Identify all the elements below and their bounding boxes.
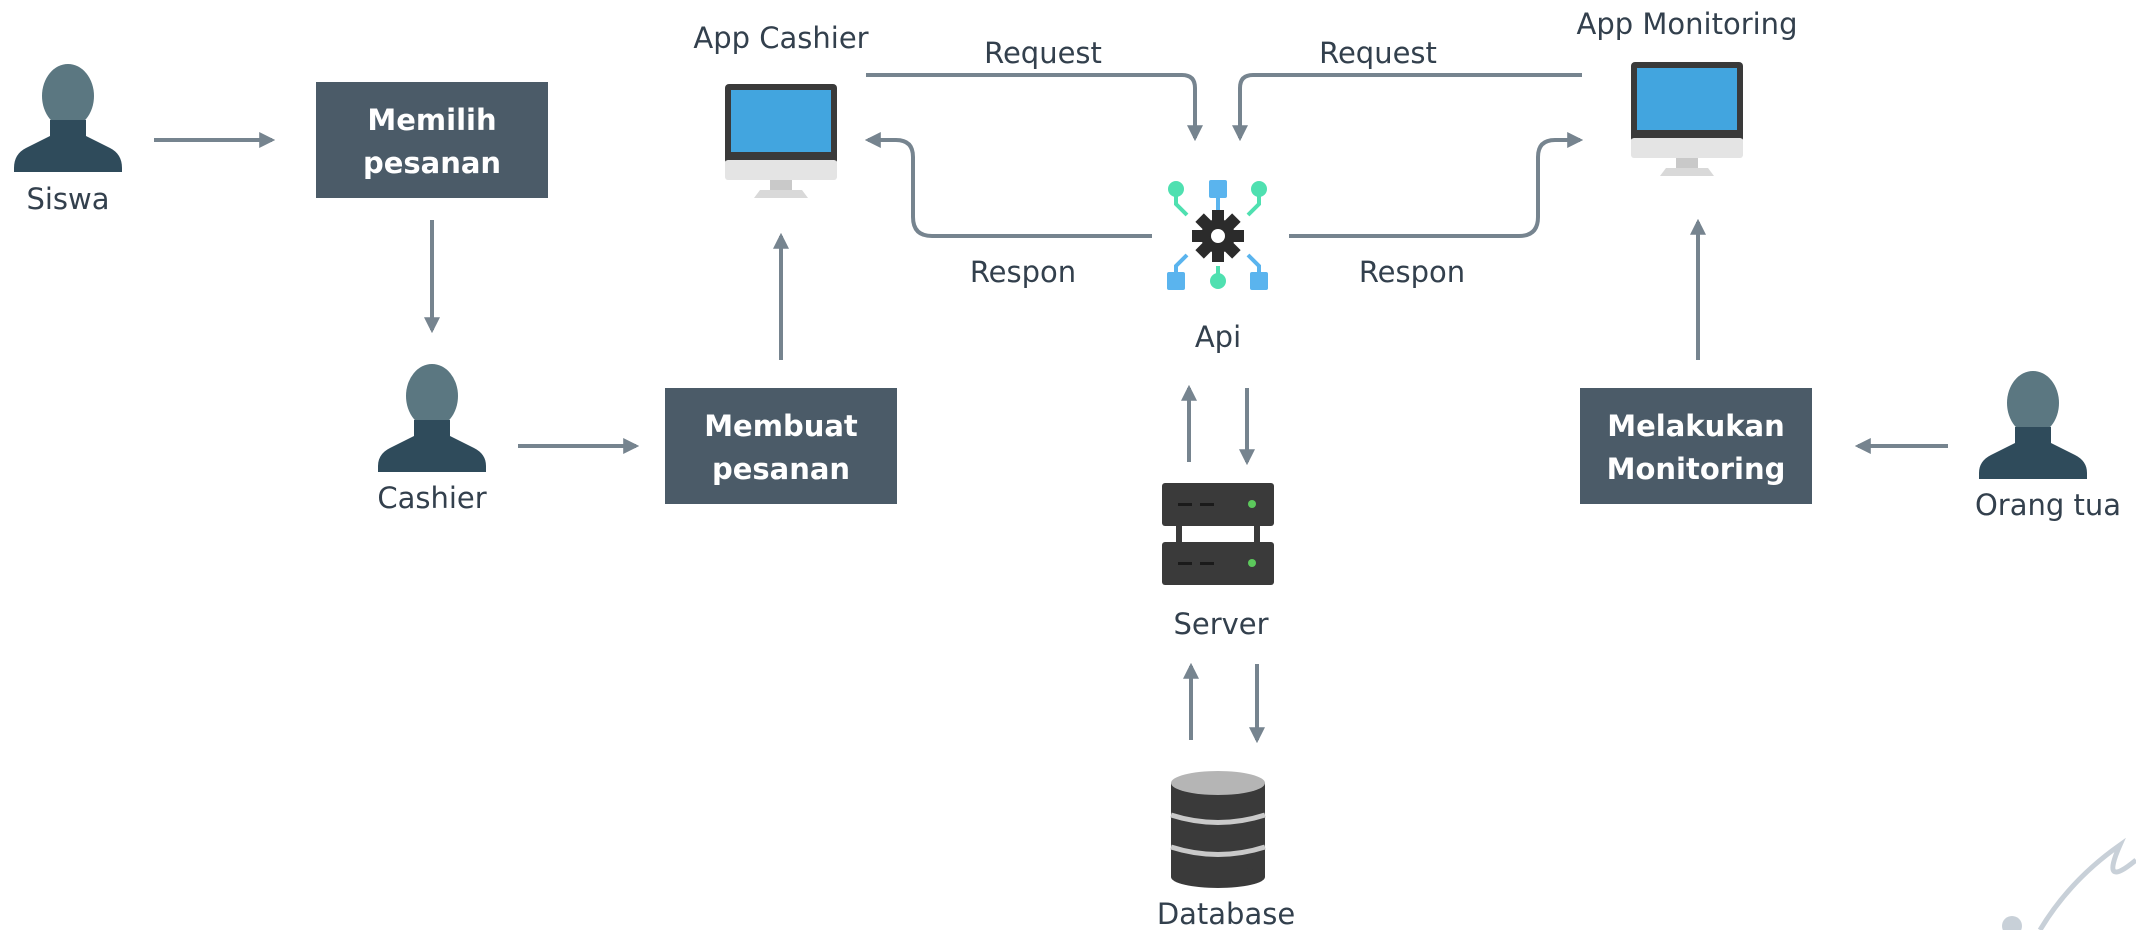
api-gear-icon	[1167, 180, 1268, 290]
process-label-line2: pesanan	[712, 452, 850, 486]
actor-label-siswa: Siswa	[26, 182, 109, 216]
edge-label-respon: Respon	[1359, 255, 1465, 289]
arrow	[866, 73, 1203, 142]
user-icon	[378, 364, 486, 472]
connectors	[154, 73, 1948, 744]
process-memilih-pesanan: Memilih pesanan	[316, 82, 548, 198]
monitor-icon	[1631, 62, 1743, 176]
arrow	[1232, 73, 1582, 142]
database-label: Database	[1157, 897, 1295, 930]
actor-cashier: Cashier	[377, 364, 487, 515]
server-label: Server	[1173, 607, 1268, 641]
process-label-line1: Membuat	[704, 409, 858, 443]
arrow	[864, 132, 1152, 238]
actor-orang-tua: Orang tua	[1975, 371, 2121, 522]
app-monitoring: App Monitoring	[1577, 7, 1798, 176]
app-cashier-label: App Cashier	[693, 21, 868, 55]
api-label: Api	[1195, 320, 1241, 354]
api-node: Api	[1167, 180, 1268, 354]
process-label-line1: Memilih	[367, 103, 496, 137]
edge-label-request: Request	[984, 36, 1102, 70]
process-label-line2: Monitoring	[1607, 452, 1786, 486]
database-node: Database	[1157, 771, 1295, 930]
database-icon	[1170, 771, 1266, 888]
server-node: Server	[1162, 483, 1274, 641]
process-label-line1: Melakukan	[1607, 409, 1784, 443]
corner-decoration	[2002, 837, 2136, 930]
actor-label-orang-tua: Orang tua	[1975, 488, 2121, 522]
app-cashier: App Cashier	[693, 21, 869, 198]
user-icon	[14, 64, 122, 172]
process-melakukan-monitoring: Melakukan Monitoring	[1580, 388, 1812, 504]
process-membuat-pesanan: Membuat pesanan	[665, 388, 897, 504]
actor-label-cashier: Cashier	[377, 481, 486, 515]
monitor-icon	[725, 84, 837, 198]
actor-siswa: Siswa	[14, 64, 122, 216]
edge-label-respon: Respon	[970, 255, 1076, 289]
app-monitoring-label: App Monitoring	[1577, 7, 1798, 41]
process-label-line2: pesanan	[363, 146, 501, 180]
server-icon	[1162, 483, 1274, 585]
user-icon	[1979, 371, 2087, 479]
edge-labels: Request Request Respon Respon	[970, 36, 1465, 289]
arrow	[1289, 132, 1584, 238]
edge-label-request: Request	[1319, 36, 1437, 70]
